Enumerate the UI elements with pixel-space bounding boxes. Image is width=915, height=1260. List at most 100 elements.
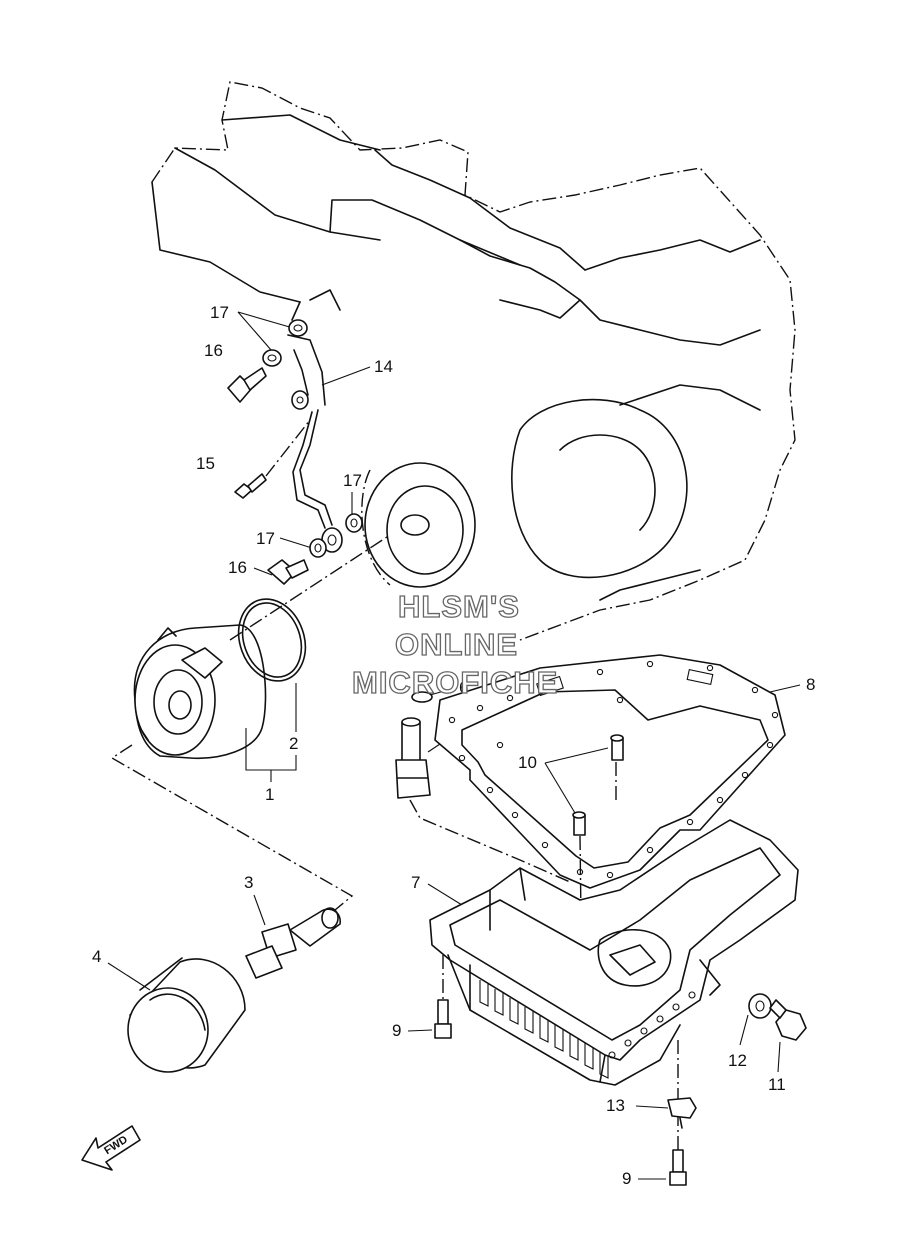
svg-text:9: 9 [622, 1169, 631, 1188]
callout-15: 15 [196, 454, 215, 473]
gasket-hole [458, 754, 466, 762]
oil-cooler [133, 534, 391, 760]
pan-rib [494, 989, 504, 1016]
svg-text:ONLINE: ONLINE [395, 627, 518, 662]
svg-text:17: 17 [343, 471, 362, 490]
pan-rib [584, 1043, 594, 1070]
callout-14: 14 [321, 357, 393, 386]
pan-bolt-hole [608, 1051, 616, 1059]
svg-text:16: 16 [204, 341, 223, 360]
gasket-hole [646, 660, 654, 668]
pan-bolt-hole [688, 991, 696, 999]
svg-text:2: 2 [289, 734, 298, 753]
oil-pan-ribs [479, 980, 696, 1079]
drain-plug [769, 999, 807, 1041]
callout-16-top: 16 [204, 341, 223, 360]
o-ring [237, 598, 307, 682]
oil-pipe [287, 334, 343, 553]
svg-text:10: 10 [518, 753, 537, 772]
pan-rib [569, 1034, 579, 1061]
svg-text:14: 14 [374, 357, 393, 376]
callout-1: 1 [245, 728, 297, 804]
union-fitting [245, 907, 341, 979]
assembly-bracket [110, 744, 354, 911]
gasket-hole [616, 696, 624, 704]
pan-bolt-hole [672, 1003, 680, 1011]
pan-bolt-hole [624, 1039, 632, 1047]
oil-pan [429, 819, 799, 1086]
svg-text:3: 3 [244, 873, 253, 892]
gasket-hole [716, 796, 724, 804]
gasket-hole [606, 871, 614, 879]
svg-text:1: 1 [265, 785, 274, 804]
pan-rib [479, 980, 489, 1007]
callout-2: 2 [289, 683, 298, 753]
o-ring-small [411, 691, 433, 703]
svg-text:9: 9 [392, 1021, 401, 1040]
pan-bolt-hole [656, 1015, 664, 1023]
pan-rib [509, 998, 519, 1025]
gasket-hole [511, 811, 519, 819]
pan-rib [599, 1052, 609, 1079]
gasket-hole [751, 686, 759, 694]
svg-text:16: 16 [228, 558, 247, 577]
watermark: HLSM'S ONLINE MICROFICHE [351, 588, 558, 700]
drain-washer [748, 993, 772, 1019]
svg-text:MICROFICHE: MICROFICHE [352, 665, 558, 700]
svg-text:7: 7 [411, 873, 420, 892]
bolt-icon [434, 955, 452, 1039]
filter-mount-flange [361, 462, 476, 588]
gasket-hole [741, 771, 749, 779]
gasket-holes [448, 660, 779, 879]
dowel-pin [572, 734, 624, 836]
svg-text:8: 8 [806, 675, 815, 694]
callout-17-right: 17 [343, 471, 362, 516]
callout-4: 4 [92, 947, 151, 991]
gasket-hole [506, 694, 514, 702]
gasket-hole [448, 716, 456, 724]
valve-locating-line [409, 799, 571, 883]
pan-rib [539, 1016, 549, 1043]
callout-9-left: 9 [392, 1021, 433, 1040]
relief-valve [395, 717, 431, 799]
fwd-direction-arrow: FWD [81, 1125, 141, 1171]
callout-17-lower: 17 [256, 529, 313, 549]
svg-text:HLSM'S: HLSM'S [398, 589, 520, 624]
union-bolt-icon [227, 367, 309, 585]
svg-text:11: 11 [768, 1075, 786, 1094]
callout-10: 10 [518, 747, 609, 819]
gasket-hole [646, 846, 654, 854]
svg-text:15: 15 [196, 454, 215, 473]
oil-pan-gasket [434, 654, 786, 889]
gasket-hole [486, 786, 494, 794]
callout-6: 6 [429, 678, 468, 697]
callout-8: 8 [769, 675, 815, 694]
callout-11: 11 [768, 1041, 786, 1094]
oil-filter [127, 957, 246, 1073]
svg-text:6: 6 [459, 678, 468, 697]
callout-3: 3 [244, 873, 266, 926]
gasket-hole [496, 741, 504, 749]
pan-bolt-hole [640, 1027, 648, 1035]
gasket-hole [596, 668, 604, 676]
pan-rib [554, 1025, 564, 1052]
gasket-hole [476, 704, 484, 712]
callout-7: 7 [411, 873, 463, 906]
svg-text:17: 17 [256, 529, 275, 548]
callout-label: 17 [210, 303, 229, 322]
bracket-clip [667, 1097, 697, 1129]
pan-rib [524, 1007, 534, 1034]
gasket-hole [686, 818, 694, 826]
gasket-hole [766, 741, 774, 749]
gasket-hole [541, 841, 549, 849]
gasket-hole [771, 711, 779, 719]
washer-icon [262, 319, 363, 558]
svg-text:4: 4 [92, 947, 101, 966]
callout-16-lower: 16 [228, 558, 273, 577]
callout-13: 13 [606, 1096, 669, 1115]
callout-9-bottom: 9 [622, 1169, 666, 1188]
svg-text:12: 12 [728, 1051, 747, 1070]
svg-text:13: 13 [606, 1096, 625, 1115]
bolt-icon [234, 419, 311, 499]
